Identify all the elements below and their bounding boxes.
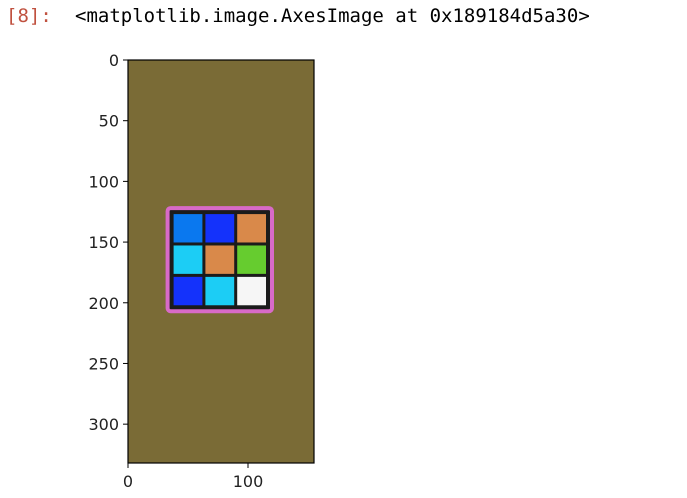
grid-tile-r0-c0 [173,214,203,243]
y-tick-label: 100 [88,172,119,191]
output-repr-text: <matplotlib.image.AxesImage at 0x189184d… [75,5,590,27]
y-tick-label: 150 [88,233,119,252]
execution-count-prompt: [8]: [6,5,52,27]
x-tick-label: 100 [233,472,264,491]
grid-tile-r1-c2 [237,245,266,274]
y-tick-label: 250 [88,354,119,373]
x-tick-label: 0 [123,472,133,491]
grid-tile-r2-c2 [237,276,266,306]
grid-tile-r2-c0 [173,276,203,306]
grid-tile-r2-c1 [205,276,235,306]
y-tick-label: 50 [99,112,119,131]
axes-frame [127,59,315,464]
grid-tile-r1-c1 [205,245,235,274]
y-tick-label: 0 [109,51,119,70]
y-tick-label: 200 [88,294,119,313]
y-tick-label: 300 [88,415,119,434]
grid-tile-r1-c0 [173,245,203,274]
output-line: [8]: <matplotlib.image.AxesImage at 0x18… [0,0,687,32]
grid-tile-r0-c1 [205,214,235,243]
grid-tile-r0-c2 [237,214,266,243]
